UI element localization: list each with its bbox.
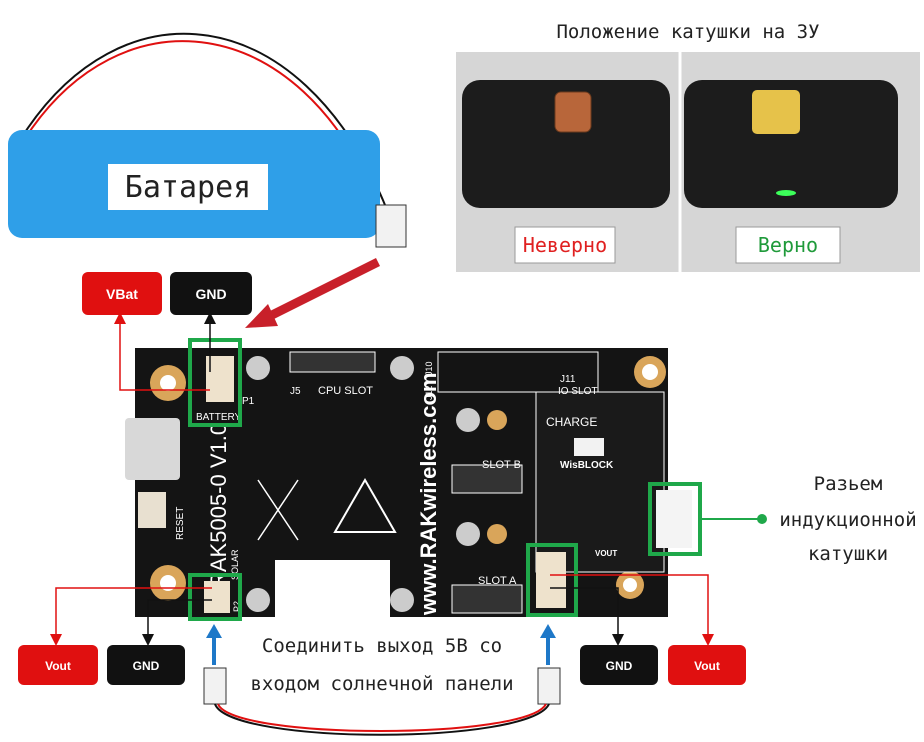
cpu-slot-connector — [289, 351, 376, 373]
battery-label: Батарея — [125, 170, 251, 205]
cable-plug-left — [203, 667, 227, 705]
red-arrow — [259, 257, 381, 325]
cable-red — [217, 703, 547, 732]
coil-wrong — [554, 91, 592, 133]
board-website: www.RAKwireless.com — [416, 373, 441, 616]
battery: Батарея — [8, 32, 407, 248]
silk-battery: BATTERY — [196, 412, 242, 423]
vbat-label: VBat — [106, 286, 138, 302]
silk-charge: CHARGE — [546, 415, 597, 429]
charging-led — [776, 190, 796, 196]
silk-j11: J11 — [560, 374, 576, 385]
coil-right — [752, 90, 800, 134]
coil-position-title: Положение катушки на ЗУ — [556, 21, 819, 43]
solar-connector-highlight — [188, 573, 242, 621]
charger-wrong — [462, 80, 670, 208]
reset-button[interactable] — [138, 492, 166, 528]
gnd-right-label: GND — [606, 659, 633, 673]
vout-left-badge — [18, 645, 98, 685]
silk-slot-b: SLOT B — [482, 459, 521, 471]
cable-black — [214, 703, 550, 736]
gnd-left-badge — [107, 645, 185, 685]
silk-vout: VOUT — [595, 549, 617, 558]
battery-wire-black — [19, 32, 386, 206]
silk-solar: SOLAR — [230, 549, 240, 580]
silk-io-slot: IO SLOT — [558, 386, 597, 397]
slot-a-connector — [451, 584, 523, 614]
red-arrow-head — [245, 304, 278, 328]
gnd-right-badge — [580, 645, 658, 685]
usb-port — [125, 418, 180, 480]
board-pcb — [135, 348, 668, 617]
blue-arrow-right — [540, 624, 556, 638]
coil-annotation-line2: индукционной — [779, 509, 916, 531]
blue-arrow-left — [206, 624, 222, 638]
silk-p1: P1 — [242, 396, 255, 407]
silk-slot-a: SLOT A — [478, 575, 517, 587]
connect-text-line1: Соединить выход 5В со — [262, 635, 502, 657]
coil-connector-pointer — [757, 514, 767, 524]
charge-module — [535, 391, 665, 573]
battery-connector-highlight — [188, 338, 242, 427]
coil-annotation-line3: катушки — [808, 543, 888, 565]
rak5005-board: BATTERY P1 J5 CPU SLOT SLOT B SLOT A J11… — [125, 348, 668, 617]
silk-j12: J12 — [424, 385, 434, 400]
charger-right — [684, 80, 898, 208]
vout-right-badge — [668, 645, 746, 685]
silk-j10: J10 — [424, 361, 434, 376]
board-model: RAK5005-0 V1.0 — [206, 423, 231, 588]
wrong-label: Неверно — [523, 233, 607, 257]
vout-connector-highlight — [526, 543, 578, 617]
battery-label-box — [108, 164, 268, 210]
right-label: Верно — [758, 233, 818, 257]
esd-icon — [333, 477, 397, 533]
vout-left-label: Vout — [45, 659, 71, 673]
coil-annotation-line1: Разьем — [814, 473, 883, 495]
silk-cpu-slot: CPU SLOT — [318, 385, 373, 397]
vbat-badge — [82, 272, 162, 315]
slot-b-connector — [451, 464, 523, 494]
silk-reset: RESET — [175, 507, 186, 540]
gnd-top-label: GND — [195, 286, 226, 302]
silk-j5: J5 — [290, 386, 301, 397]
gnd-left-label: GND — [133, 659, 160, 673]
weee-icon — [257, 479, 299, 541]
gnd-top-badge — [170, 272, 252, 315]
silk-wisblock: WisBLOCK — [560, 460, 614, 471]
cable-plug-right — [537, 667, 561, 705]
vout-right-label: Vout — [694, 659, 720, 673]
coil-photos: Неверно Верно — [456, 52, 920, 272]
silk-p2: P2 — [232, 601, 242, 612]
battery-connector — [375, 204, 407, 248]
connect-text-line2: входом солнечной панели — [250, 673, 513, 695]
